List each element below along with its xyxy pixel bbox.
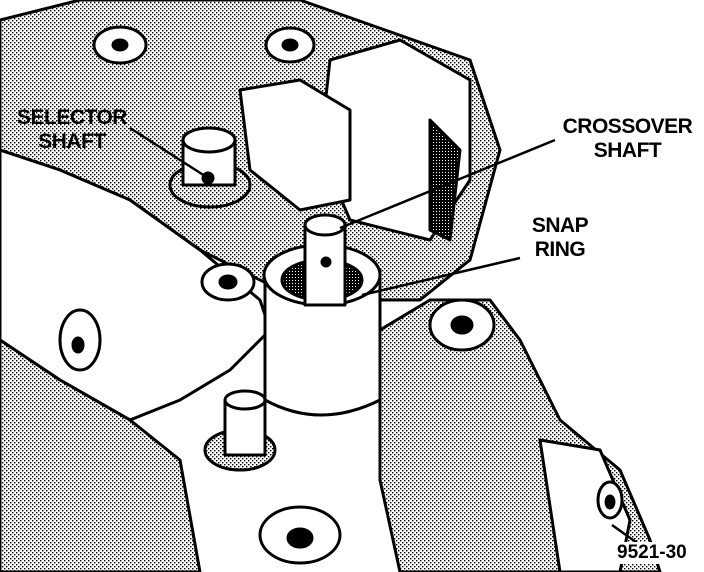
selector-shaft-label: SELECTOR SHAFT	[12, 106, 132, 154]
label-line: SHAFT	[593, 139, 662, 162]
selector-shaft-leader	[129, 126, 206, 178]
figure-number: 9521-30	[614, 542, 690, 564]
snap-ring-label: SNAP RING	[520, 214, 600, 262]
label-line: SHAFT	[38, 130, 106, 153]
label-line: SELECTOR	[17, 106, 127, 129]
label-line: CROSSOVER	[562, 115, 693, 138]
label-line: RING	[534, 238, 586, 261]
crossover-shaft-leader	[339, 138, 556, 230]
crossover-shaft-label: CROSSOVER SHAFT	[555, 115, 700, 163]
label-line: SNAP	[531, 214, 589, 237]
snap-ring-leader	[361, 256, 521, 297]
